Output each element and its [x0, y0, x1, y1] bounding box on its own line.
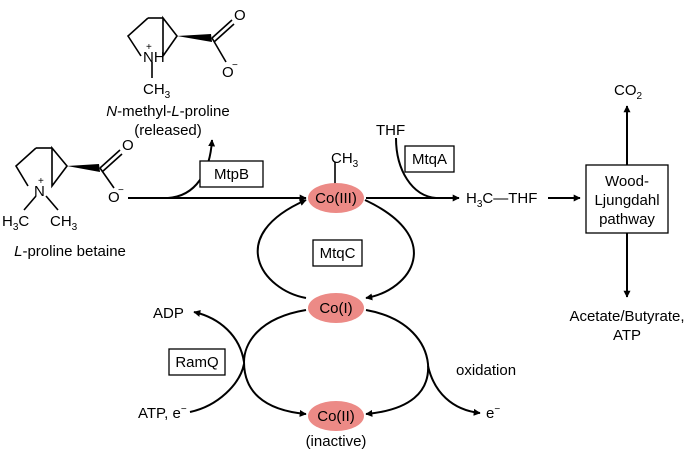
ramq-box	[168, 348, 226, 376]
proline-betaine-n: N	[34, 183, 45, 200]
wood-ljungdahl-line1: Wood-	[605, 173, 649, 190]
co2-inactive-note: (inactive)	[306, 433, 367, 450]
electron-out-arrow	[427, 365, 481, 416]
adp-out-arrow	[193, 310, 245, 363]
proline-betaine-name: L-proline betaine	[14, 243, 126, 260]
proline-betaine-carboxylate-o: O	[108, 189, 120, 206]
n-methyl-proline-structure: NH + CH3 O O −	[126, 7, 246, 101]
ramq-label: RamQ	[175, 354, 218, 371]
mtqc-box	[312, 239, 363, 267]
n-methyl-proline-nh: NH	[143, 49, 165, 66]
electron-out-label: e−	[486, 404, 500, 422]
mtpb-label: MtpB	[214, 166, 249, 183]
wood-ljungdahl-line3: pathway	[599, 211, 655, 228]
co2-ellipse	[308, 401, 364, 431]
adp-label: ADP	[153, 305, 184, 322]
n-methyl-proline-plus: +	[146, 42, 152, 53]
oxidation-label: oxidation	[456, 362, 516, 379]
n-methyl-proline-carbonyl-o: O	[234, 7, 246, 24]
products-line1: Acetate/Butyrate,	[569, 308, 684, 325]
co2-label: Co(II)	[317, 408, 355, 425]
mtqa-label: MtqA	[412, 151, 447, 168]
co3-label: Co(III)	[315, 190, 357, 207]
mtqa-box	[404, 145, 455, 173]
mtqc-left-arc	[256, 199, 307, 299]
proline-betaine-ch3: CH3	[50, 213, 78, 233]
co3-ellipse	[308, 183, 364, 213]
proline-betaine-h3c: H3C	[2, 213, 29, 233]
co1-label: Co(I)	[319, 300, 352, 317]
wood-ljungdahl-line2: Ljungdahl	[594, 192, 659, 209]
proline-betaine-plus: +	[38, 176, 44, 187]
atp-electron-label: ATP, e−	[138, 404, 187, 422]
methyl-thf-label: H3C—THF	[466, 190, 537, 210]
mtqc-right-arc	[364, 199, 415, 301]
proline-betaine-negative-charge: −	[118, 185, 124, 196]
products-line2: ATP	[613, 327, 641, 344]
co1-ellipse	[308, 293, 364, 323]
proline-betaine-carbonyl-o: O	[122, 137, 134, 154]
co3-methyl-label: CH3	[331, 150, 359, 170]
n-methyl-proline-negative-charge: −	[232, 60, 238, 71]
n-methyl-proline-released-note: (released)	[134, 122, 202, 139]
n-methyl-proline-carboxylate-o: O	[222, 64, 234, 81]
co2-label: CO2	[614, 82, 643, 102]
ramq-reactivation-arc	[242, 309, 307, 417]
proline-betaine-structure: N + H3C CH3 O O −	[2, 137, 134, 233]
n-methyl-proline-name: N-methyl-L-proline	[106, 103, 229, 120]
thf-in-curve	[395, 137, 437, 199]
thf-label: THF	[376, 122, 405, 139]
atp-in-curve	[189, 363, 245, 413]
mtpb-box	[199, 160, 264, 188]
oxidation-arc	[365, 309, 430, 417]
n-methyl-proline-ch3: CH3	[143, 81, 171, 101]
mtqc-label: MtqC	[320, 245, 356, 262]
